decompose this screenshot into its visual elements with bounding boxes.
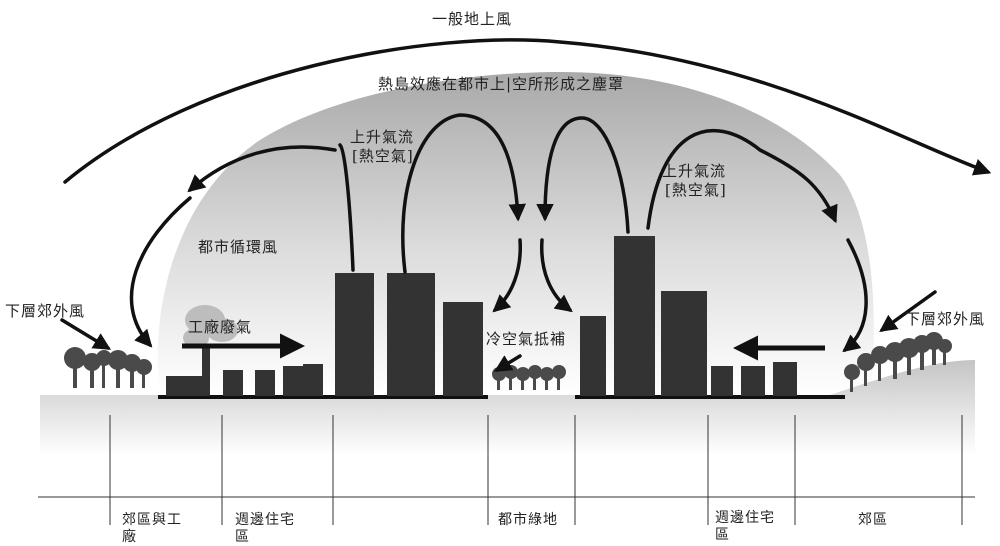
rising-air-right-label: 上升氣流 <box>662 162 727 180</box>
house-right-2 <box>741 366 765 396</box>
trees-left <box>64 347 152 388</box>
house-left-3 <box>283 366 303 396</box>
circulation-arrow-right-top <box>646 128 838 230</box>
zone-residential-right-label: 週邊住宅 區 <box>715 510 775 544</box>
tower-right-3 <box>661 291 707 396</box>
loop-arrow-right <box>536 116 630 234</box>
general-wind-arrow <box>63 38 992 184</box>
zone-suburb-label: 郊區 <box>858 512 888 528</box>
general-wind-label: 一般地上風 <box>432 10 513 28</box>
cold-air-arrow-left <box>492 238 522 313</box>
factory-building <box>166 376 204 396</box>
trees-right <box>844 332 952 392</box>
rising-air-left-label: 上升氣流 <box>350 128 415 146</box>
lower-suburban-wind-left-label: 下層郊外風 <box>5 302 86 320</box>
loop-arrow-left <box>401 113 527 274</box>
zone-suburb-factory-label: 郊區與工 廠 <box>122 512 182 546</box>
tower-left-1 <box>335 273 374 396</box>
circulation-arrow-right-down <box>842 238 868 353</box>
zone-suburb-factory-line1: 郊區與工 <box>122 512 182 528</box>
urban-circulation-label: 都市循環風 <box>198 238 279 256</box>
tower-left-2 <box>387 273 435 396</box>
rising-air-left-sub-label: [熱空氣] <box>352 147 414 165</box>
rising-arrow-left <box>338 143 355 272</box>
circulation-arrow-left-top <box>187 145 337 193</box>
zone-urban-green-label: 都市綠地 <box>498 512 558 528</box>
zone-residential-right-line2: 區 <box>715 527 730 543</box>
zone-residential-right-line1: 週邊住宅 <box>715 510 775 526</box>
zone-residential-left-line2: 區 <box>235 529 250 545</box>
house-right-3 <box>773 362 797 396</box>
factory-chimney <box>202 348 210 396</box>
cold-air-arrow-in <box>494 354 522 372</box>
factory-smoke <box>183 305 238 348</box>
straight-arrows <box>182 333 825 361</box>
rising-air-right-sub-label: [熱空氣] <box>665 181 727 199</box>
house-left-2 <box>255 370 275 396</box>
lower-suburban-wind-right-label: 下層郊外風 <box>905 310 986 328</box>
zone-dividers <box>38 415 975 525</box>
lower-wind-arrow-left <box>60 318 111 350</box>
house-right-1 <box>711 366 733 396</box>
tower-right-2 <box>614 236 655 396</box>
house-left-1 <box>223 370 243 396</box>
buildings <box>166 236 797 396</box>
trees-green-space <box>492 365 566 390</box>
tower-right-1 <box>580 316 606 396</box>
zone-residential-left-line1: 週邊住宅 <box>235 512 295 528</box>
dust-dome-label: 熱島效應在都市上|空所形成之塵罩 <box>378 75 625 93</box>
zone-residential-left-label: 週邊住宅 區 <box>235 512 295 546</box>
cold-air-replenish-label: 冷空氣抵補 <box>486 330 567 348</box>
ground <box>40 360 975 455</box>
zone-suburb-factory-line2: 廠 <box>122 529 137 545</box>
tower-left-3 <box>443 302 483 396</box>
house-left-4 <box>303 364 323 396</box>
circulation-arrow-left-down <box>129 196 192 348</box>
factory-exhaust-label: 工廠廢氣 <box>188 318 253 336</box>
cold-air-arrow-right <box>540 238 573 313</box>
lower-wind-arrow-right <box>879 290 937 333</box>
wind-arrows <box>60 38 992 372</box>
